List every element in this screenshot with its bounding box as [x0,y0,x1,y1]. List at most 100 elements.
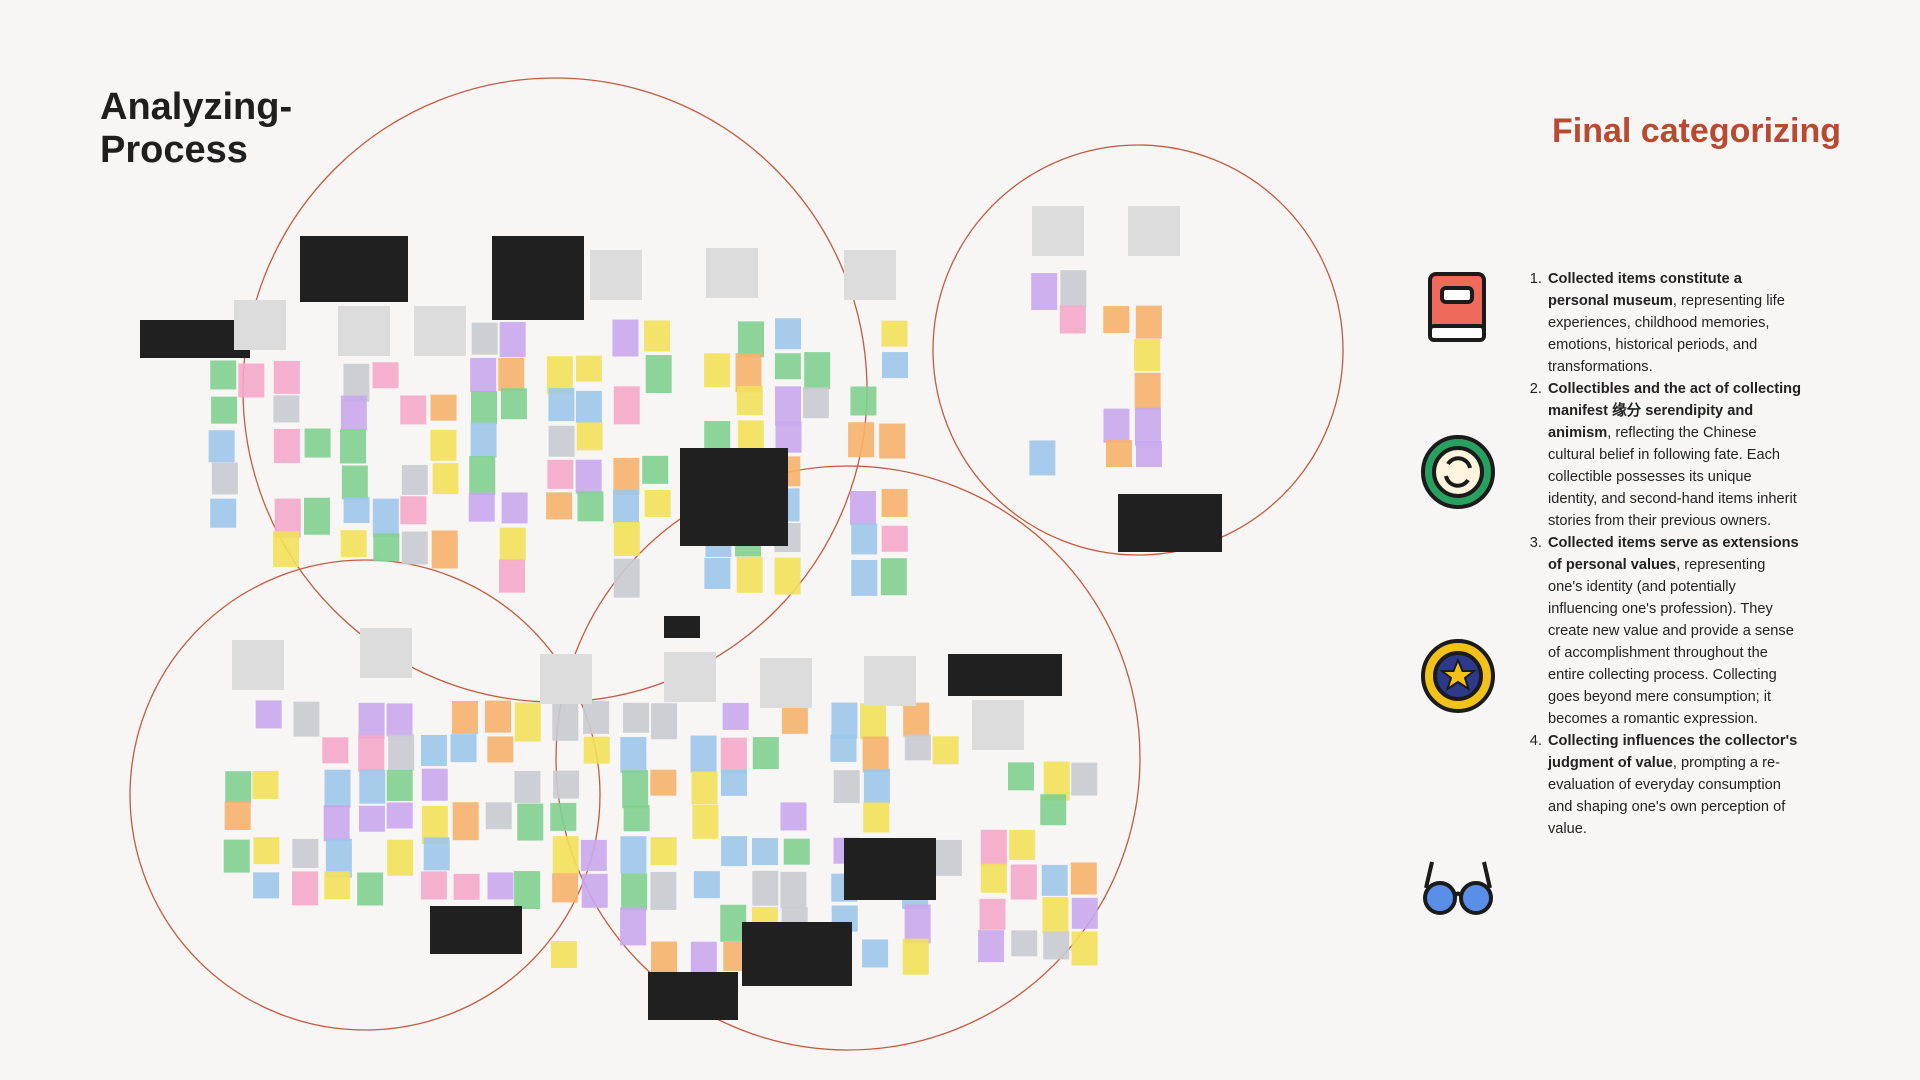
quote-card [430,906,522,954]
sticky-note [1071,762,1098,796]
sticky-note [423,837,450,871]
sticky-note [1009,829,1036,860]
sticky-note [420,871,447,900]
sticky-note [324,871,351,900]
sticky-note [514,770,541,803]
sticky-note [1105,440,1132,468]
sticky-note [501,492,528,524]
sticky-note [980,863,1007,893]
sticky-note [862,736,889,773]
sticky-note [388,734,415,771]
sticky-note [620,836,647,874]
sticky-note [469,456,496,496]
sticky-note [484,700,511,733]
sticky-note [583,736,610,764]
sticky-note [651,941,678,977]
sticky-note [783,838,810,865]
sticky-note [651,703,678,740]
sticky-note [292,871,319,906]
sticky-note [1103,408,1130,443]
sticky-note [550,802,577,831]
sticky-note [704,353,731,388]
sticky-note [862,939,889,968]
quote-card [492,236,584,320]
sticky-note [324,769,351,808]
sticky-note [552,703,579,741]
page-title: Analyzing- Process [100,86,293,171]
sticky-note [1059,305,1086,334]
sticky-note [752,737,779,770]
sticky-note [692,804,719,839]
sticky-note [485,802,512,830]
sticky-note [430,429,457,461]
sticky-note [225,771,252,804]
sticky-note [223,839,250,873]
sticky-note [577,491,604,522]
sticky-note [978,930,1005,963]
book-icon [1428,272,1486,342]
sticky-note [1135,441,1162,468]
sticky-note [774,353,801,380]
sticky-note [881,488,908,517]
quote-card [300,236,408,302]
sticky-note [253,837,280,865]
sticky-note [303,497,330,535]
sticky-note [358,805,385,832]
sticky-note [273,360,300,394]
sticky-note [879,423,906,459]
sticky-note [208,430,235,463]
sticky-note [452,802,479,841]
sticky-note [780,871,807,908]
sticky-note [621,873,648,911]
sticky-note [358,734,385,772]
sticky-note [432,463,459,495]
cluster-heading-note [414,306,466,356]
sticky-note [620,907,647,946]
sticky-note [386,802,413,829]
sticky-note [372,362,399,389]
circle-yuanfen [129,559,601,1031]
sticky-note [211,462,238,495]
sticky-note [387,839,414,876]
sticky-note [904,734,931,761]
sticky-note [255,700,282,729]
sticky-note [420,734,447,766]
sticky-note [358,702,385,739]
sticky-note [386,703,413,737]
sticky-note [1043,761,1070,801]
sticky-note [932,736,959,765]
sticky-note [253,872,280,899]
sticky-note [341,465,368,500]
cluster-heading-note [234,300,286,350]
sticky-note [774,557,801,595]
sticky-note [580,839,607,871]
sticky-note [273,530,300,567]
sticky-note [880,558,907,596]
sticky-note [1060,270,1087,308]
sticky-note [903,702,930,737]
sticky-note [1041,864,1068,896]
sticky-note [548,388,575,422]
sticky-note [690,735,717,773]
categories-list: Collected items constitute a personal mu… [1524,268,1802,840]
sticky-note [613,522,640,557]
sticky-note [642,455,669,484]
sticky-note [830,734,857,762]
sticky-note [831,702,858,739]
sticky-note [860,703,887,740]
sticky-note [552,836,579,875]
sticky-note [1042,896,1069,934]
sticky-note [547,459,574,489]
sticky-note [386,769,413,801]
sticky-note [340,429,367,464]
sticky-note [470,422,497,458]
sticky-note [583,700,610,734]
sticky-note [210,498,237,528]
sticky-note [650,769,677,796]
cluster-heading-note [760,658,812,708]
sticky-note [781,703,808,734]
cluster-heading-note [664,652,716,702]
sticky-note [736,556,763,593]
sticky-note [1040,794,1067,826]
